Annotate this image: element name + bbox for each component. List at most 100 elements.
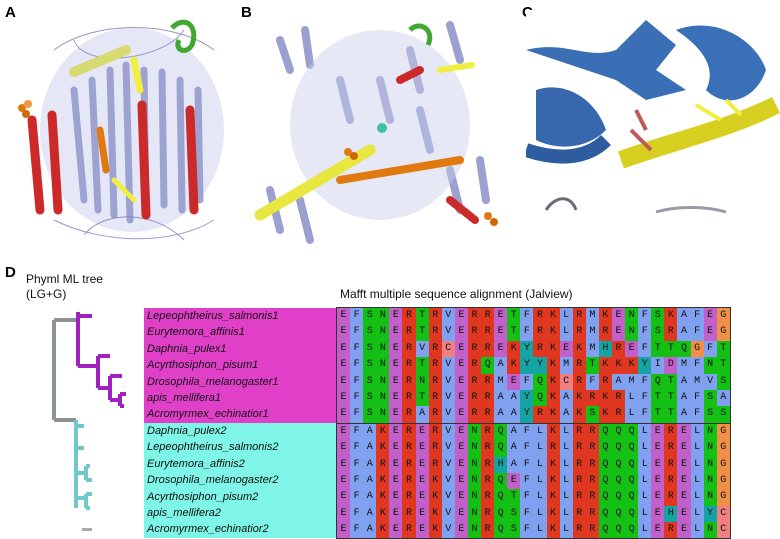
residue: N	[625, 308, 639, 325]
residue: A	[363, 423, 377, 441]
residue: M	[494, 373, 508, 390]
species-label: Acromyrmex_echinatior2	[147, 523, 269, 536]
residue: T	[507, 324, 521, 341]
species-label: Lepeophtheirus_salmonis1	[147, 310, 279, 322]
residue: A	[507, 440, 521, 457]
residue: A	[363, 489, 377, 506]
tree-title: Phyml ML tree	[26, 272, 103, 286]
residue: E	[389, 357, 403, 374]
species-label: Acromyrmex_echinatior1	[147, 408, 269, 421]
residue: F	[520, 423, 534, 441]
residue: A	[363, 440, 377, 457]
residue: R	[481, 373, 495, 390]
residue: R	[481, 522, 495, 539]
residue: N	[703, 522, 717, 539]
residue: C	[559, 373, 573, 390]
residue: R	[585, 505, 599, 523]
residue: E	[507, 373, 521, 390]
residue: K	[572, 389, 586, 407]
residue: S	[703, 406, 717, 423]
residue: R	[481, 324, 495, 341]
residue: R	[428, 357, 442, 374]
residue: L	[559, 472, 573, 490]
residue: K	[546, 357, 560, 374]
residue: E	[454, 357, 468, 374]
residue: A	[507, 389, 521, 407]
residue: F	[690, 308, 704, 325]
residue: A	[363, 472, 377, 490]
protein-closeup-panel-c	[526, 10, 780, 214]
panel-label-d: D	[5, 264, 16, 281]
residue: R	[572, 357, 586, 374]
residue: F	[520, 308, 534, 325]
residue: K	[428, 522, 442, 539]
residue: T	[585, 357, 599, 374]
residue: K	[376, 440, 390, 457]
residue: R	[572, 489, 586, 506]
residue: Q	[598, 522, 612, 539]
residue: V	[441, 357, 455, 374]
residue: T	[664, 340, 678, 358]
residue: E	[677, 456, 691, 473]
residue: E	[389, 308, 403, 325]
residue: R	[664, 440, 678, 457]
residue: E	[415, 489, 429, 506]
panel-label-a: A	[5, 4, 16, 21]
residue: K	[546, 389, 560, 407]
residue: F	[638, 406, 652, 423]
residue: E	[651, 440, 665, 457]
residue: R	[572, 440, 586, 457]
residue: M	[625, 373, 639, 390]
residue: V	[441, 373, 455, 390]
residue: L	[690, 505, 704, 523]
residue: Y	[638, 357, 652, 374]
residue: R	[467, 406, 482, 423]
residue: Q	[598, 456, 612, 473]
residue: M	[677, 357, 691, 374]
residue: K	[664, 308, 678, 325]
residue: F	[690, 406, 704, 423]
residue: A	[494, 406, 508, 423]
residue: E	[454, 505, 468, 523]
species-label: Acyrthosiphon_pisum1	[147, 359, 259, 372]
residue: A	[611, 373, 626, 390]
residue: N	[467, 522, 482, 539]
residue: R	[572, 456, 586, 473]
residue: Q	[494, 423, 508, 441]
residue: T	[415, 389, 429, 407]
residue: Q	[533, 373, 547, 390]
residue: F	[350, 373, 364, 390]
residue: K	[598, 389, 612, 407]
residue: F	[350, 505, 364, 523]
residue: K	[376, 472, 390, 490]
residue: F	[703, 340, 717, 358]
residue: Q	[625, 472, 639, 490]
residue: Y	[520, 389, 534, 407]
species-label: Drosophila_melanogaster1	[147, 375, 279, 388]
residue: K	[572, 406, 586, 423]
residue: E	[494, 340, 508, 358]
species-label: Eurytemora_affinis2	[147, 457, 245, 470]
residue: E	[677, 440, 691, 457]
residue: K	[598, 357, 612, 374]
residue: E	[337, 440, 351, 457]
residue: L	[533, 489, 547, 506]
residue: F	[350, 389, 364, 407]
residue: S	[507, 505, 521, 523]
residue: F	[520, 440, 534, 457]
residue: E	[677, 472, 691, 490]
species-label: apis_mellifera2	[147, 506, 221, 519]
residue: N	[703, 456, 717, 473]
residue: M	[690, 373, 704, 390]
residue: E	[454, 373, 468, 390]
residue: T	[664, 373, 678, 390]
residue: Q	[598, 423, 612, 441]
protein-structure-panel-b	[250, 10, 512, 250]
residue: R	[402, 373, 416, 390]
residue: Q	[598, 489, 612, 506]
residue: K	[376, 423, 390, 441]
residue: F	[638, 340, 652, 358]
